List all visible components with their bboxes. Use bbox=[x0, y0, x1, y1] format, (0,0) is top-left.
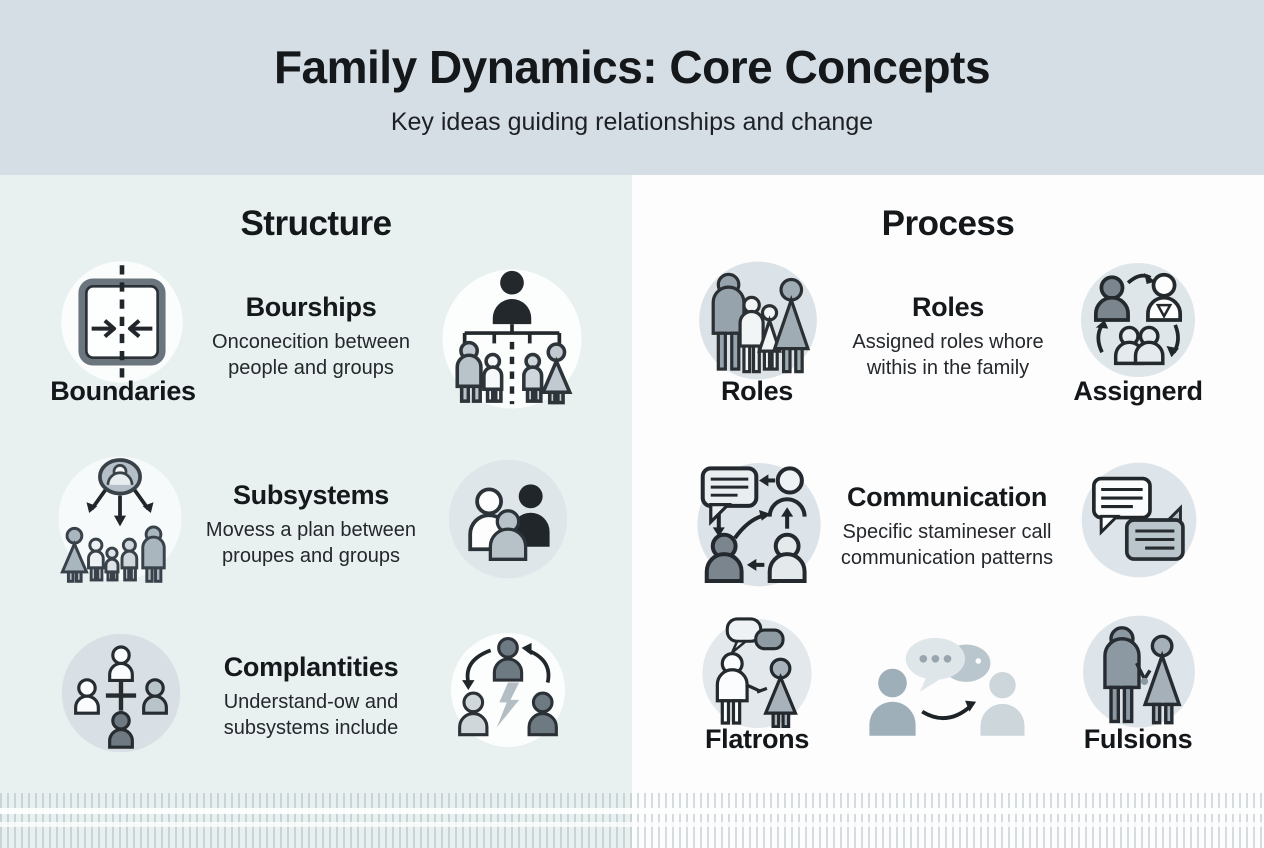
header-band bbox=[0, 0, 1264, 175]
structure-card-1-title: Bourships bbox=[245, 292, 377, 322]
boundaries-label: Boundaries bbox=[50, 376, 196, 406]
process-card-2-desc: Specific stamineser call communication p… bbox=[840, 521, 1054, 570]
structure-card-1-desc: Onconecition between people and groups bbox=[212, 331, 410, 380]
structure-card-1: Bourships Onconecition between people an… bbox=[180, 292, 442, 382]
structure-card-2: Subsystems Movess a plan between proupes… bbox=[180, 480, 442, 570]
boundaries-icon bbox=[56, 256, 188, 388]
page-title: Family Dynamics: Core Concepts bbox=[273, 41, 991, 93]
assignerd-label: Assignerd bbox=[1073, 376, 1203, 406]
role-exchange-icon bbox=[1074, 258, 1202, 382]
process-card-2: Communication Specific stamineser call c… bbox=[807, 482, 1087, 572]
silhouette-dialogue-icon bbox=[865, 628, 1030, 738]
structure-card-2-desc: Movess a plan between proupes and groups bbox=[205, 519, 417, 568]
roles-label: Roles bbox=[720, 376, 794, 406]
decorative-barcode-strip bbox=[0, 793, 1264, 848]
process-card-1: Roles Assigned roles whore withis in the… bbox=[817, 292, 1079, 382]
structure-card-3-desc: Understand-ow and subsystems include bbox=[223, 691, 399, 740]
people-group-icon bbox=[444, 456, 572, 582]
process-card-1-desc: Assigned roles whore withis in the famil… bbox=[852, 331, 1044, 380]
fulsions-label: Fulsions bbox=[1083, 724, 1193, 754]
talking-couple-icon bbox=[695, 614, 819, 728]
couple-holding-hands-icon bbox=[1078, 612, 1200, 730]
structure-section-title: Structure bbox=[240, 204, 392, 243]
members-plus-icon bbox=[58, 630, 184, 756]
parent-hierarchy-icon bbox=[52, 454, 188, 588]
people-chat-icon bbox=[692, 454, 826, 590]
flatrons-label: Flatrons bbox=[704, 724, 810, 754]
family-icon bbox=[694, 258, 822, 388]
structure-card-3-title: Complantities bbox=[223, 652, 399, 682]
process-card-1-title: Roles bbox=[911, 292, 985, 322]
structure-card-2-title: Subsystems bbox=[232, 480, 390, 510]
page-subtitle: Key ideas guiding relationships and chan… bbox=[390, 108, 874, 136]
process-card-2-title: Communication bbox=[846, 482, 1048, 512]
conflict-triangle-icon bbox=[446, 624, 570, 756]
family-tree-icon bbox=[438, 260, 586, 412]
structure-card-3: Complantities Understand-ow and subsyste… bbox=[180, 652, 442, 742]
speech-bubbles-icon bbox=[1078, 458, 1200, 582]
process-section-title: Process bbox=[881, 204, 1015, 243]
